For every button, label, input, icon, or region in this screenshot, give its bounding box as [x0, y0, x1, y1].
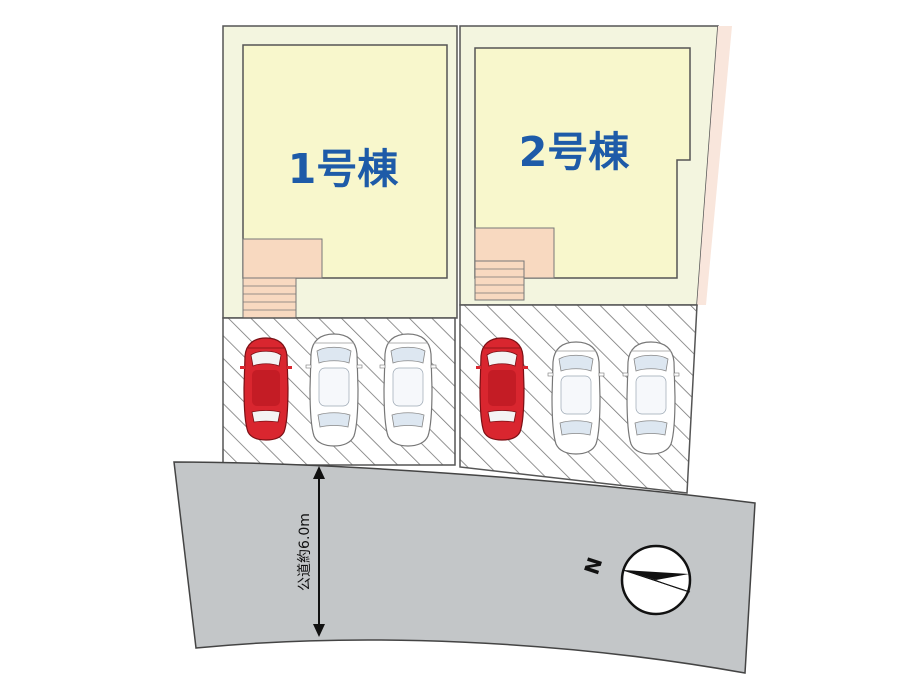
neighbor-strip — [697, 26, 732, 305]
car-white-lot-1-a — [305, 333, 363, 447]
lot-1-label: 1号棟 — [288, 145, 400, 193]
car-red-lot-1 — [239, 337, 293, 441]
lot-2-label: 2号棟 — [519, 128, 631, 176]
car-white-lot-2-b — [622, 341, 680, 455]
road-width-dimension — [313, 466, 325, 637]
compass-north-icon — [620, 544, 692, 616]
road-width-label: 公道約6.0m — [297, 513, 313, 591]
lot-1-entrance-stairs — [242, 238, 323, 319]
compass-north-label: N — [579, 554, 607, 577]
car-white-lot-2-a — [547, 341, 605, 455]
car-white-lot-1-b — [379, 333, 437, 447]
lot-2-entrance-stairs — [474, 227, 555, 301]
lot-1-house — [242, 44, 448, 279]
car-red-lot-2 — [475, 337, 529, 441]
